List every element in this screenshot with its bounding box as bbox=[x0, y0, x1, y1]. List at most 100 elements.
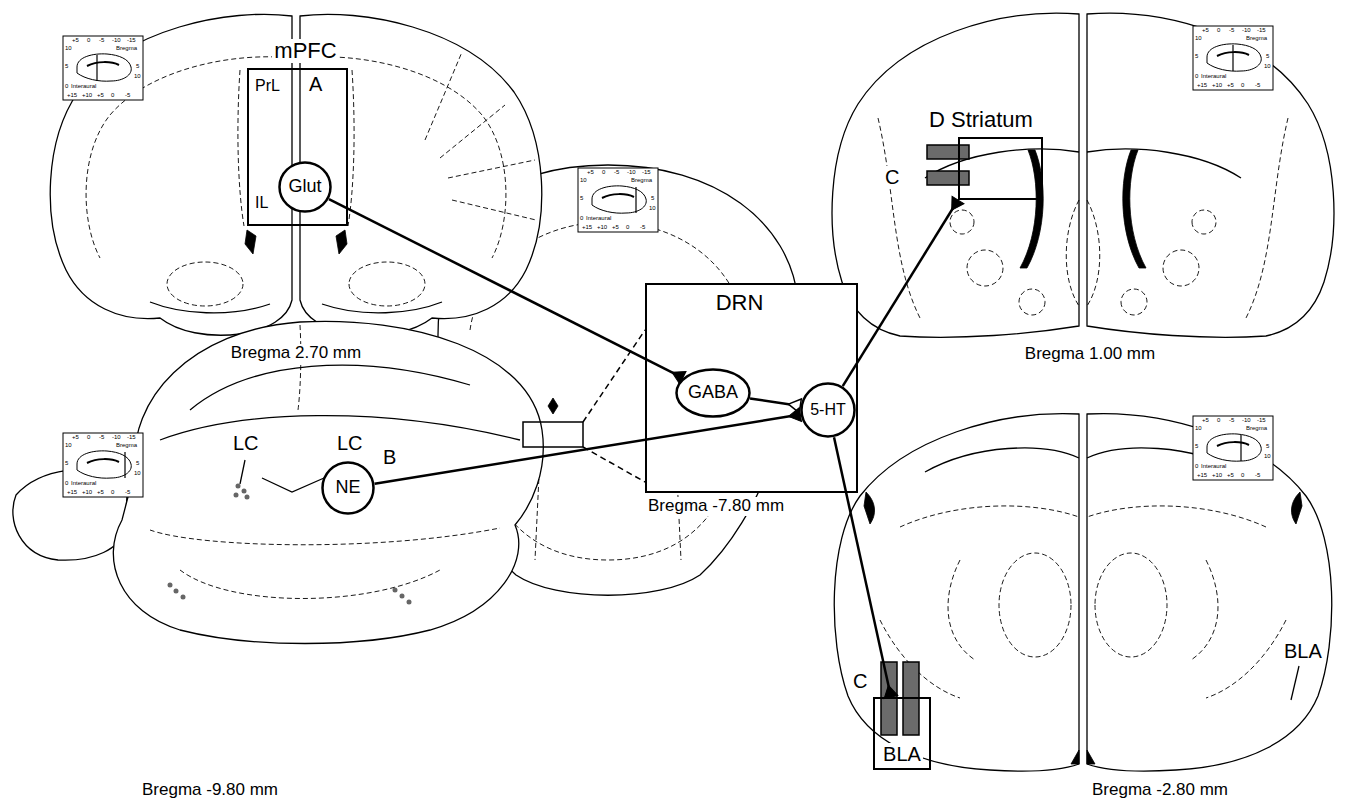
sagittal-inset bbox=[63, 433, 143, 497]
region-boundary bbox=[150, 528, 500, 545]
section-outline bbox=[50, 14, 292, 335]
inset-axis-label: +5 bbox=[1227, 82, 1234, 89]
inset-axis-label: Bregma bbox=[631, 177, 652, 184]
inset-axis-label: 10 bbox=[1195, 35, 1202, 42]
region-boundary bbox=[440, 105, 505, 158]
inset-axis-label: -5 bbox=[614, 169, 619, 176]
section-outline bbox=[113, 321, 543, 643]
hemisphere bbox=[832, 13, 1079, 337]
region-boundary bbox=[1019, 289, 1045, 315]
inset-axis-label: 10 bbox=[1195, 425, 1202, 432]
inset-axis-label: -5 bbox=[125, 489, 130, 496]
inset-axis-label: -5 bbox=[1229, 27, 1234, 34]
inset-axis-label: -10 bbox=[112, 37, 121, 44]
inset-axis-label: 0 bbox=[1195, 463, 1198, 470]
cerebellar-folia bbox=[190, 365, 470, 410]
cell-circle: 5-HT bbox=[800, 382, 856, 438]
region-name: BLA bbox=[881, 743, 923, 765]
inset-axis-label: 10 bbox=[1264, 453, 1271, 460]
inset-axis-label: 10 bbox=[649, 205, 656, 212]
nucleus-label: BLA bbox=[1283, 640, 1323, 662]
inset-axis-label: Interaural bbox=[586, 215, 611, 222]
region-boundary bbox=[238, 70, 244, 226]
inset-axis-label: 5 bbox=[1195, 443, 1198, 450]
region-box: D Striatum bbox=[958, 137, 1043, 200]
cell-type: 5-HT bbox=[810, 401, 846, 419]
coronal-section bbox=[50, 14, 541, 335]
inset-axis-label: 5 bbox=[1195, 53, 1198, 60]
inset-axis-label: +5 bbox=[1227, 472, 1234, 479]
inset-axis-label: 0 bbox=[1217, 27, 1220, 34]
inset-axis-label: -15 bbox=[1257, 27, 1266, 34]
inset-axis-label: 0 bbox=[1241, 472, 1244, 479]
hemisphere bbox=[50, 14, 292, 335]
inset-axis-label: +15 bbox=[1197, 472, 1207, 479]
cell-dot bbox=[407, 600, 412, 605]
hindbrain-section bbox=[13, 321, 543, 643]
cell-dot bbox=[168, 583, 173, 588]
inset-axis-label: -15 bbox=[127, 37, 136, 44]
inset-axis-label: 5 bbox=[580, 195, 583, 202]
region-boundary bbox=[452, 200, 536, 220]
inset-axis-label: Bregma bbox=[116, 45, 137, 52]
zoom-line bbox=[583, 447, 645, 482]
leader-line bbox=[1291, 666, 1299, 700]
cell-type: NE bbox=[335, 478, 360, 498]
inset-axis-label: -15 bbox=[127, 434, 136, 441]
region-boundary bbox=[878, 118, 920, 318]
region-boundary bbox=[900, 506, 1079, 527]
inset-axis-label: Bregma bbox=[1246, 35, 1267, 42]
inset-axis-label: +10 bbox=[1212, 472, 1222, 479]
inset-axis-label: -5 bbox=[1255, 472, 1260, 479]
inset-axis-label: 5 bbox=[65, 460, 68, 467]
leader-line bbox=[240, 460, 245, 484]
inset-axis-label: -10 bbox=[627, 169, 636, 176]
panel-letter: B bbox=[382, 446, 397, 468]
lc-cell bbox=[236, 484, 241, 489]
connector-group bbox=[329, 199, 958, 697]
inset-axis-label: -5 bbox=[99, 37, 104, 44]
inset-axis-label: 10 bbox=[580, 177, 587, 184]
region-boundary bbox=[999, 553, 1071, 657]
region-boundary bbox=[448, 160, 535, 178]
lc-cell bbox=[242, 489, 247, 494]
region-boundary bbox=[298, 325, 301, 410]
bregma-level: Bregma 1.00 mm bbox=[1024, 345, 1156, 364]
inset-axis-label: 5 bbox=[136, 460, 139, 467]
inset-axis-label: +5 bbox=[1202, 417, 1209, 424]
aqueduct bbox=[548, 398, 558, 414]
bregma-level: Bregma 2.70 mm bbox=[230, 344, 362, 363]
sagittal-inset bbox=[1193, 26, 1273, 90]
cell-circle: GABA bbox=[675, 368, 751, 418]
subregion-name: IL bbox=[253, 194, 270, 212]
inset-axis-label: +10 bbox=[597, 224, 607, 231]
ventricle bbox=[864, 492, 875, 524]
projection-arrow bbox=[329, 199, 683, 378]
inset-axis-label: +15 bbox=[582, 224, 592, 231]
sagittal-inset bbox=[578, 168, 658, 232]
subregion-name: PrL bbox=[253, 77, 282, 95]
region-name: mPFC bbox=[272, 39, 338, 63]
inset-axis-label: -5 bbox=[1229, 417, 1234, 424]
cell-type: Glut bbox=[288, 177, 321, 197]
projection-arrow bbox=[843, 200, 958, 386]
cell-dot bbox=[174, 589, 179, 594]
inset-axis-label: +15 bbox=[67, 92, 77, 99]
region-name: D Striatum bbox=[927, 108, 1035, 132]
inset-axis-label: 0 bbox=[87, 434, 90, 441]
cell-outline bbox=[323, 463, 374, 514]
cell-circle: Glut bbox=[278, 161, 332, 213]
region-boundary bbox=[948, 560, 975, 660]
panel-letter: C bbox=[852, 670, 868, 692]
inset-axis-label: +5 bbox=[72, 434, 79, 441]
inset-axis-label: Bregma bbox=[116, 442, 137, 449]
lc-cell bbox=[234, 493, 239, 498]
inset-axis-label: 0 bbox=[1195, 73, 1198, 80]
ventricle bbox=[1071, 750, 1079, 764]
inset-axis-label: 0 bbox=[1217, 417, 1220, 424]
coronal-section bbox=[832, 13, 1334, 337]
region-boundary bbox=[950, 210, 974, 234]
nucleus-label: LC bbox=[336, 432, 364, 454]
